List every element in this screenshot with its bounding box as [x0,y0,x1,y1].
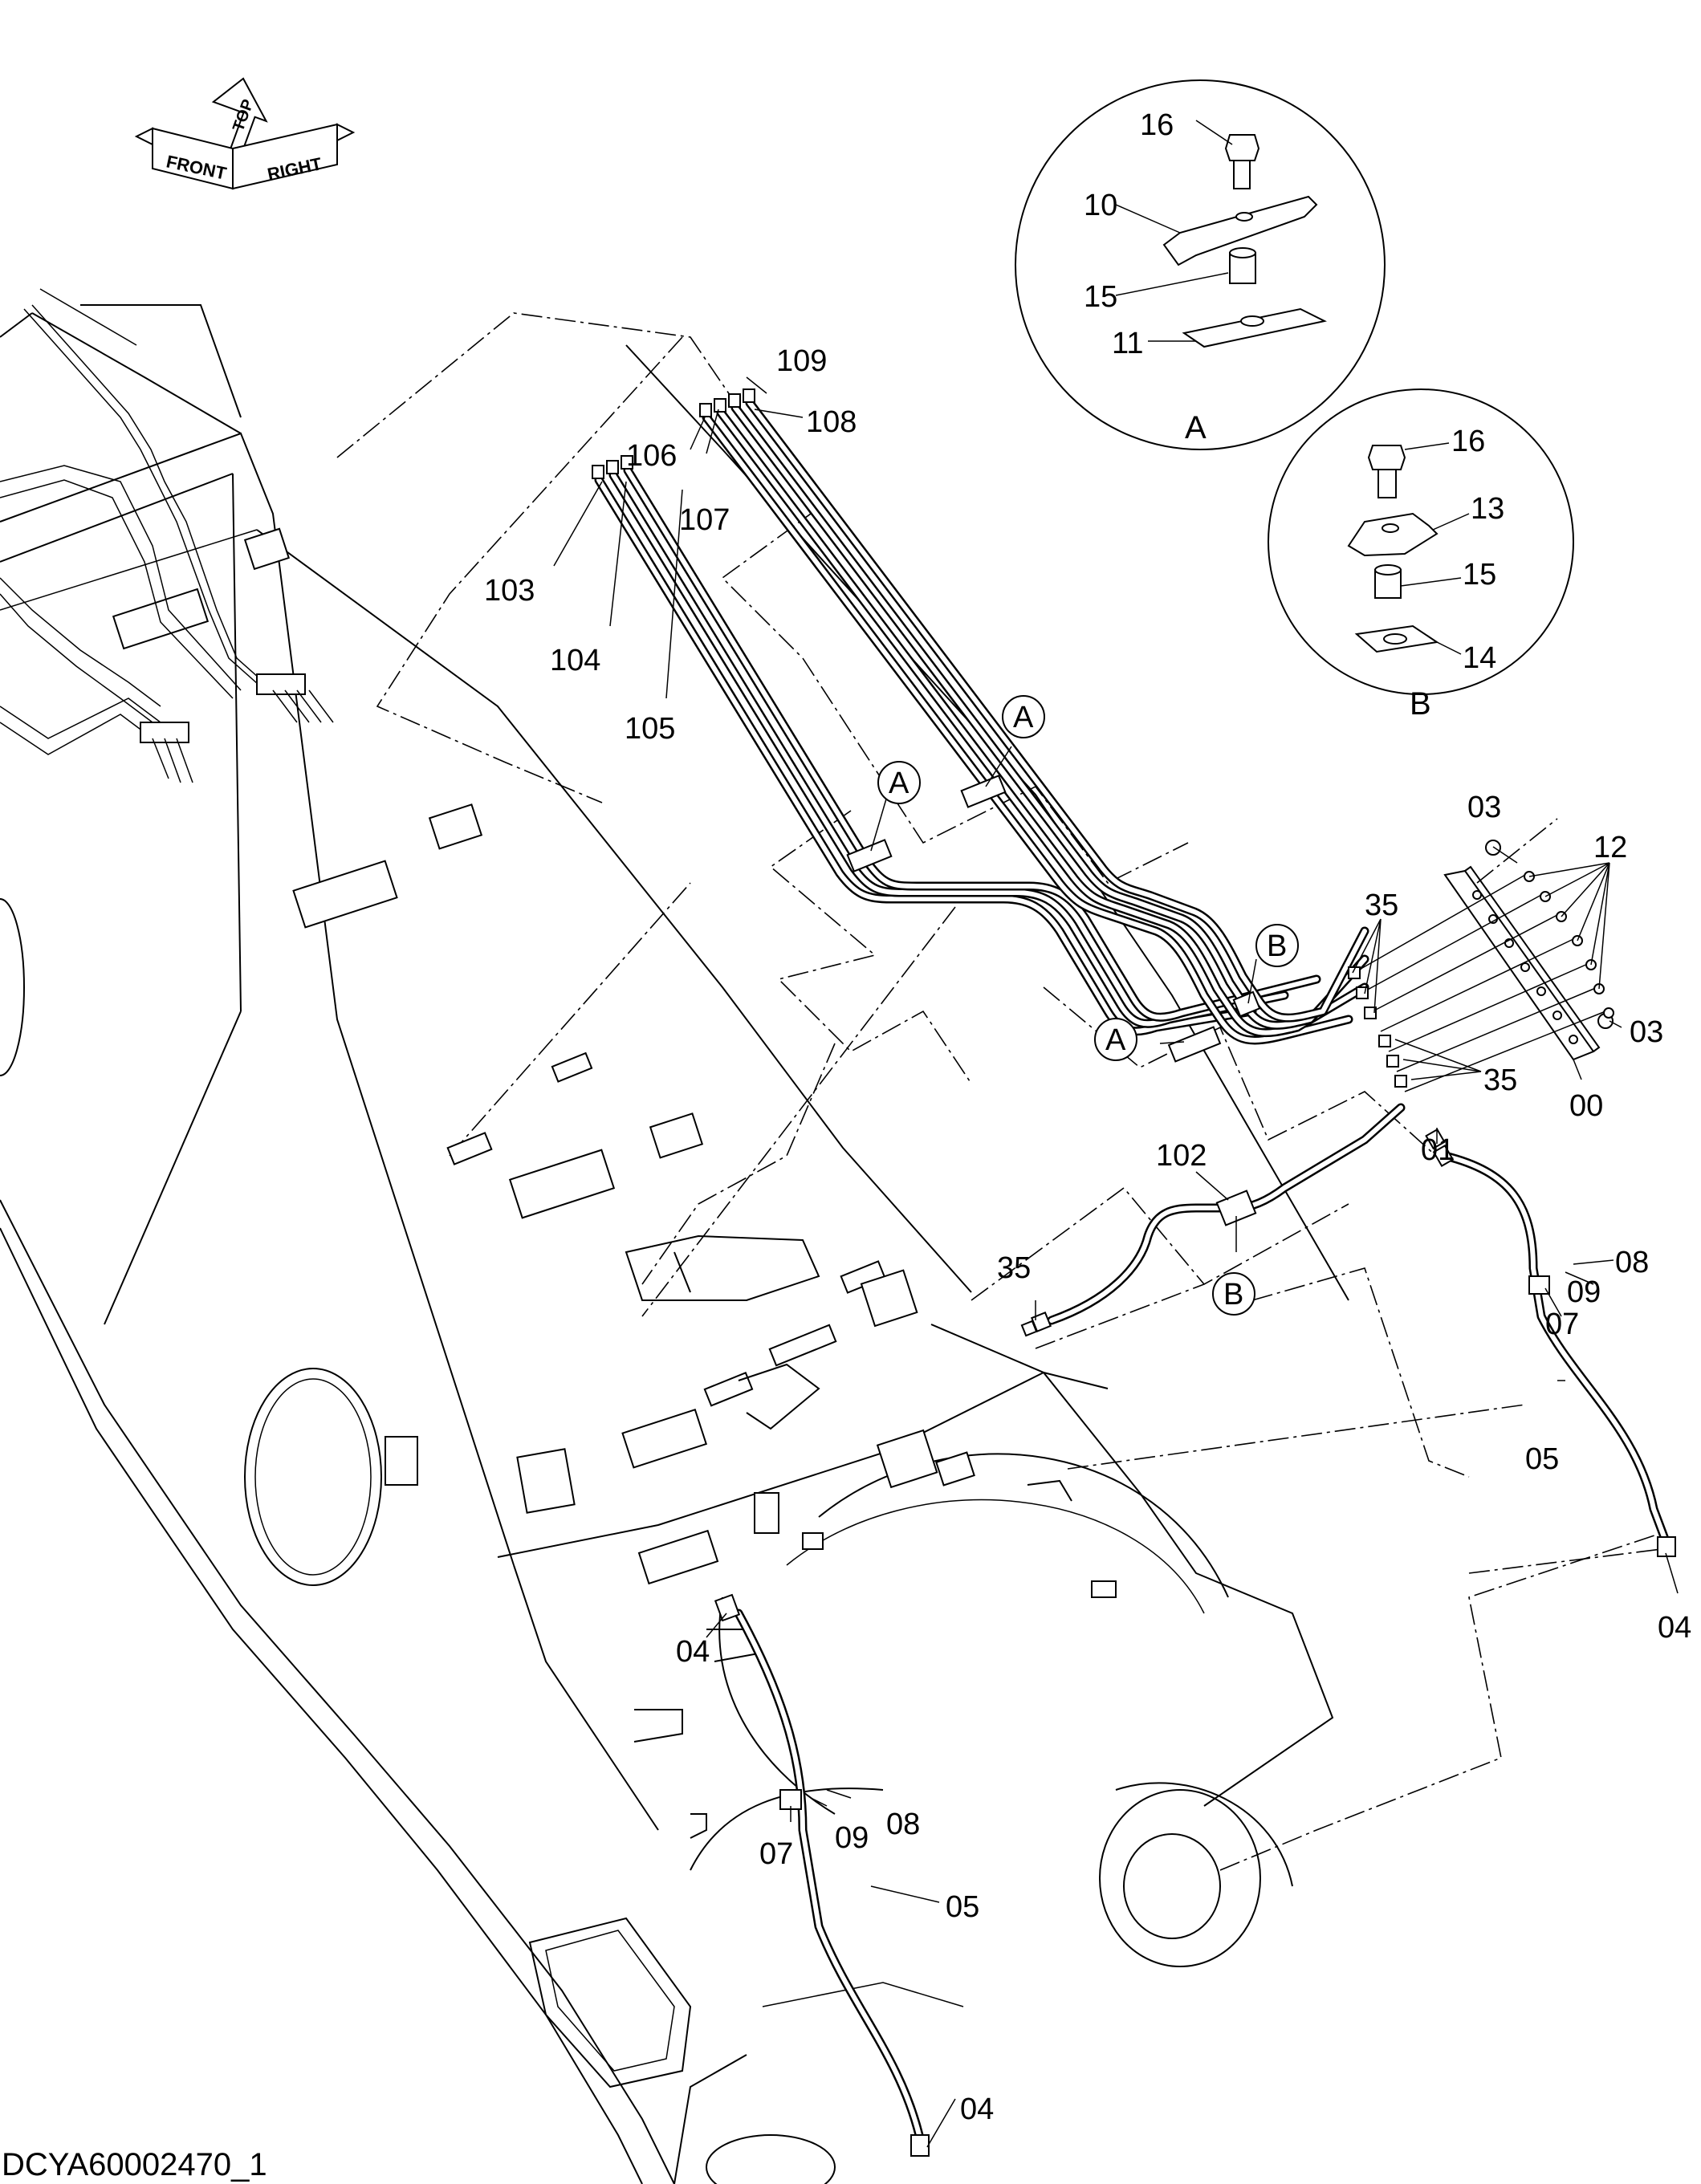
svg-text:B: B [1267,929,1287,963]
clamp-marker: B [1255,924,1299,967]
bundle-clamps [846,775,1261,1063]
drawing-id: DCYA60002470_1 [2,2147,267,2182]
callout-107: 107 [679,503,730,537]
callout-03-right: 03 [1630,1015,1663,1049]
detail-a-part-15: 15 [1084,280,1117,314]
hose-bundle-106-109 [699,388,1369,1045]
detail-a-part-10: 10 [1084,189,1117,222]
orientation-arrow-icon: FRONT RIGHT TOP [134,77,356,190]
detail-a-letter: A [1185,410,1207,445]
callout-07-lower: 07 [759,1837,793,1871]
clamp-marker: B [1212,1272,1255,1316]
svg-text:A: A [1013,701,1034,734]
svg-text:A: A [1105,1023,1126,1057]
detail-b-part-15: 15 [1463,558,1496,592]
callout-12: 12 [1593,831,1627,864]
hose-05-right [1432,1144,1676,1557]
clamp-marker: A [877,761,921,804]
boom-structure [0,288,1349,2184]
detail-b [1268,388,1574,695]
callout-07-right: 07 [1545,1308,1579,1341]
callout-108: 108 [806,405,857,439]
callout-106: 106 [626,439,677,473]
callout-08-right: 08 [1615,1246,1649,1279]
callout-09-right: 09 [1567,1275,1601,1309]
callout-102: 102 [1156,1139,1207,1173]
svg-text:A: A [889,767,910,800]
clamp-marker: A [1002,695,1045,738]
callout-01: 01 [1421,1133,1455,1167]
detail-b-part-14: 14 [1463,641,1496,675]
callout-04-right: 04 [1658,1611,1691,1645]
leader-lines [553,376,1679,2148]
callout-04-left: 04 [676,1635,710,1669]
callout-35-mid: 35 [1483,1064,1517,1097]
hose-102 [1020,1103,1406,1337]
callout-04-bottom: 04 [960,2092,994,2126]
callout-35-left: 35 [997,1251,1031,1285]
hose-05-lower [714,1593,930,2157]
detail-a [1015,79,1386,450]
callout-03-top: 03 [1467,791,1501,824]
callout-103: 103 [484,574,535,608]
callout-00: 00 [1569,1089,1603,1123]
callout-35-top: 35 [1365,889,1398,922]
callout-105: 105 [625,712,675,746]
callout-05-lower: 05 [946,1890,979,1924]
boom-brackets [112,527,1117,1839]
svg-text:B: B [1223,1278,1243,1312]
callout-109: 109 [776,344,827,378]
upper-left-hoses [0,304,334,783]
detail-b-letter: B [1410,686,1431,722]
detail-a-part-11: 11 [1112,327,1143,360]
assembly-lines [336,312,1662,1871]
detail-a-part-16: 16 [1140,108,1174,142]
callout-09-lower: 09 [835,1821,869,1855]
callout-104: 104 [550,644,600,677]
detail-b-part-16: 16 [1451,425,1485,458]
callout-08-lower: 08 [886,1808,920,1841]
clamp-marker: A [1094,1018,1137,1061]
detail-b-part-13: 13 [1471,492,1504,526]
callout-05-right: 05 [1525,1442,1559,1476]
